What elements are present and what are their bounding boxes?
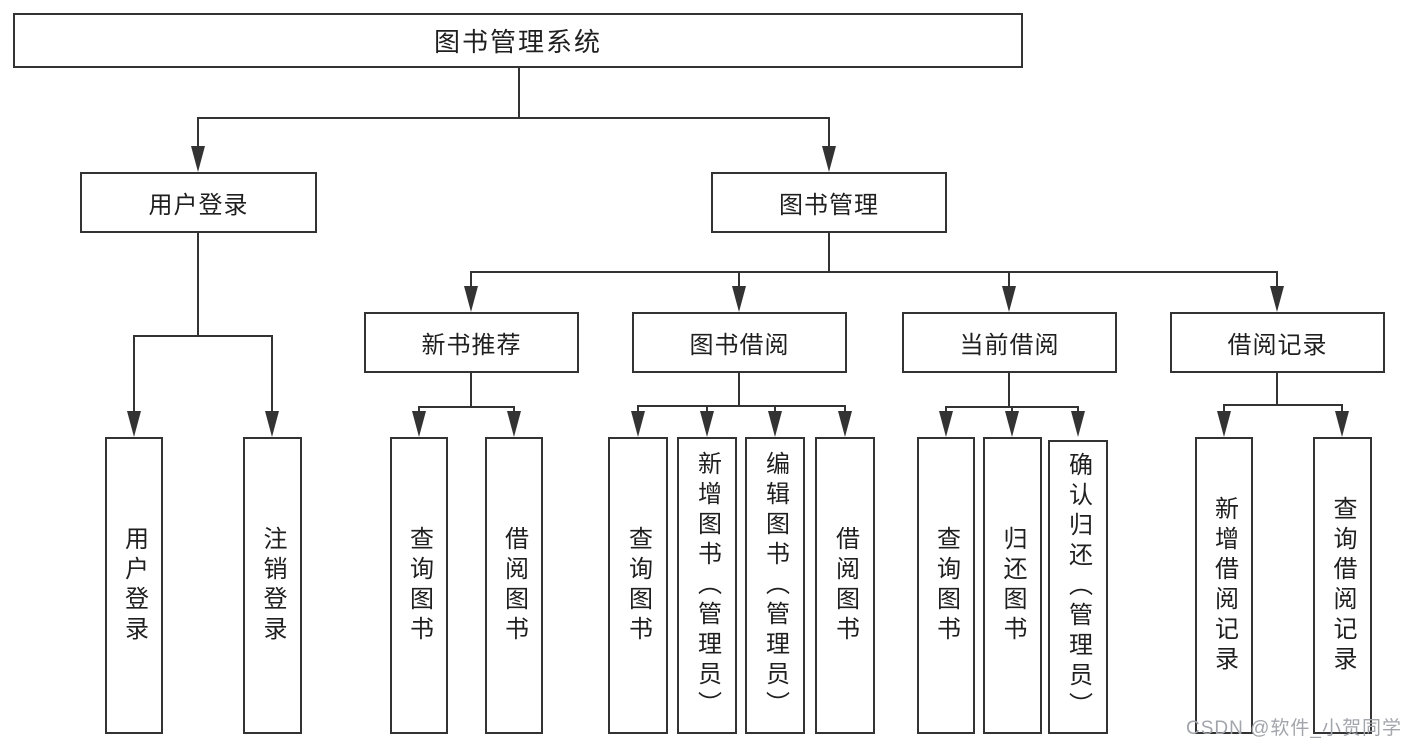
leaf-records-add-borrow-record: 新增借阅记录 xyxy=(1195,437,1253,734)
arrow-down-icon xyxy=(1217,411,1231,437)
node-current-borrowing: 当前借阅 xyxy=(902,312,1117,373)
leaf-user-login: 用户登录 xyxy=(105,437,163,734)
arrow-down-icon xyxy=(412,411,426,437)
connector-line xyxy=(1077,406,1079,413)
leaf-borrowing-borrow-books: 借阅图书 xyxy=(815,437,875,734)
arrow-down-icon xyxy=(1071,411,1085,437)
arrow-down-icon xyxy=(822,146,836,172)
connector-line xyxy=(738,373,740,406)
arrow-down-icon xyxy=(939,411,953,437)
node-book-management-branch: 图书管理 xyxy=(711,172,947,233)
node-borrowing-records: 借阅记录 xyxy=(1170,312,1385,373)
arrow-down-icon xyxy=(191,146,205,172)
arrow-down-icon xyxy=(265,411,279,437)
connector-line xyxy=(828,117,830,147)
connector-line xyxy=(774,405,776,413)
arrow-down-icon xyxy=(700,411,714,437)
connector-line xyxy=(470,271,1278,273)
arrow-down-icon xyxy=(1335,411,1349,437)
arrow-down-icon xyxy=(732,286,746,312)
arrow-down-icon xyxy=(127,411,141,437)
node-book-borrowing: 图书借阅 xyxy=(632,312,847,373)
connector-line xyxy=(1276,271,1278,287)
connector-line xyxy=(197,117,199,147)
connector-line xyxy=(1341,404,1343,413)
arrow-down-icon xyxy=(507,411,521,437)
connector-line xyxy=(844,405,846,413)
connector-line xyxy=(706,405,708,413)
connector-line xyxy=(1008,373,1010,407)
leaf-borrowing-add-books-admin: 新增图书（管理员） xyxy=(677,437,737,734)
connector-line xyxy=(1011,406,1013,413)
arrow-down-icon xyxy=(838,411,852,437)
connector-line xyxy=(1223,404,1225,413)
connector-line xyxy=(418,406,515,408)
connector-line xyxy=(518,67,520,118)
connector-line xyxy=(470,271,472,287)
connector-line xyxy=(738,271,740,287)
watermark-text: CSDN @软件_小贺同学 xyxy=(1186,718,1402,739)
leaf-recommend-borrow-books: 借阅图书 xyxy=(485,437,543,734)
connector-line xyxy=(197,117,830,119)
connector-line xyxy=(1008,271,1010,287)
connector-line xyxy=(1276,373,1278,405)
connector-line xyxy=(133,335,135,412)
connector-line xyxy=(828,233,830,272)
arrow-down-icon xyxy=(464,286,478,312)
connector-line xyxy=(637,405,846,407)
node-new-book-recommendation: 新书推荐 xyxy=(364,312,579,373)
arrow-down-icon xyxy=(1270,286,1284,312)
arrow-down-icon xyxy=(1005,411,1019,437)
connector-line xyxy=(637,405,639,413)
arrow-down-icon xyxy=(768,411,782,437)
connector-line xyxy=(197,233,199,336)
connector-line xyxy=(513,406,515,413)
node-library-management-system: 图书管理系统 xyxy=(13,13,1023,68)
connector-line xyxy=(945,406,947,413)
leaf-borrowing-edit-books-admin: 编辑图书（管理员） xyxy=(745,437,805,734)
leaf-records-query-borrow-record: 查询借阅记录 xyxy=(1313,437,1372,734)
node-user-login-branch: 用户登录 xyxy=(80,172,317,233)
arrow-down-icon xyxy=(1002,286,1016,312)
leaf-borrowing-query-books: 查询图书 xyxy=(608,437,668,734)
connector-line xyxy=(271,335,273,412)
leaf-current-return-books: 归还图书 xyxy=(983,437,1042,734)
arrow-down-icon xyxy=(631,411,645,437)
leaf-current-query-books: 查询图书 xyxy=(917,437,975,734)
connector-line xyxy=(418,406,420,413)
connector-line xyxy=(470,373,472,407)
leaf-logout: 注销登录 xyxy=(243,437,302,734)
leaf-recommend-query-books: 查询图书 xyxy=(390,437,448,734)
connector-line xyxy=(133,335,273,337)
connector-line xyxy=(1223,404,1343,406)
leaf-current-confirm-return-admin: 确认归还（管理员） xyxy=(1048,440,1108,734)
